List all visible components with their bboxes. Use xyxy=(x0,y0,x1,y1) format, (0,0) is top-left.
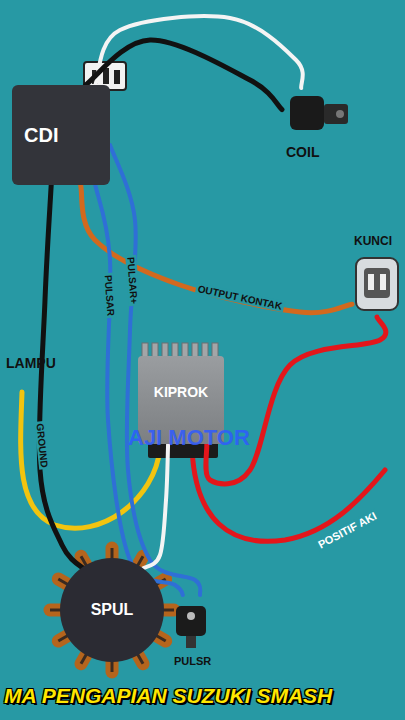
title: MA PENGAPIAN SUZUKI SMASH xyxy=(4,684,332,708)
node-label: SPUL xyxy=(91,601,134,619)
coil-part: COIL xyxy=(282,88,346,160)
key-plug xyxy=(364,268,390,298)
wire xyxy=(143,444,168,568)
pulser-body xyxy=(176,606,206,636)
coil-hole xyxy=(336,110,344,118)
key-pin xyxy=(368,274,374,290)
stator-circle: SPUL xyxy=(60,558,164,662)
pulser-tip xyxy=(186,636,196,648)
coil-mount xyxy=(324,104,348,124)
wire xyxy=(81,185,352,313)
wire-label: OUTPUT KONTAK xyxy=(195,282,285,311)
battery-label: POSITIF AKI xyxy=(314,509,380,552)
key-switch-part: KUNCI xyxy=(352,232,402,317)
wire-label: PULSAR+ xyxy=(125,254,140,306)
node-label: CDI xyxy=(24,124,58,147)
pulser-part: PULSR xyxy=(168,595,217,667)
wire xyxy=(206,317,386,484)
node-label: COIL xyxy=(286,144,319,160)
watermark: AJI MOTOR xyxy=(128,425,250,451)
wire-label: GROUND xyxy=(34,420,50,469)
node-label: KIPROK xyxy=(154,384,208,400)
node-label: KUNCI xyxy=(354,234,392,248)
node-label: PULSR xyxy=(174,655,211,667)
wire-label: PULSAR xyxy=(103,272,117,318)
coil-body xyxy=(290,96,324,130)
wire xyxy=(86,40,283,110)
key-pin xyxy=(380,274,386,290)
wire xyxy=(39,185,86,570)
key-switch xyxy=(356,258,398,310)
cdi-box: CDI xyxy=(12,85,110,185)
lamp-label: LAMPU xyxy=(6,355,56,371)
pulser-screw xyxy=(187,612,195,620)
plug-pin xyxy=(114,70,120,84)
